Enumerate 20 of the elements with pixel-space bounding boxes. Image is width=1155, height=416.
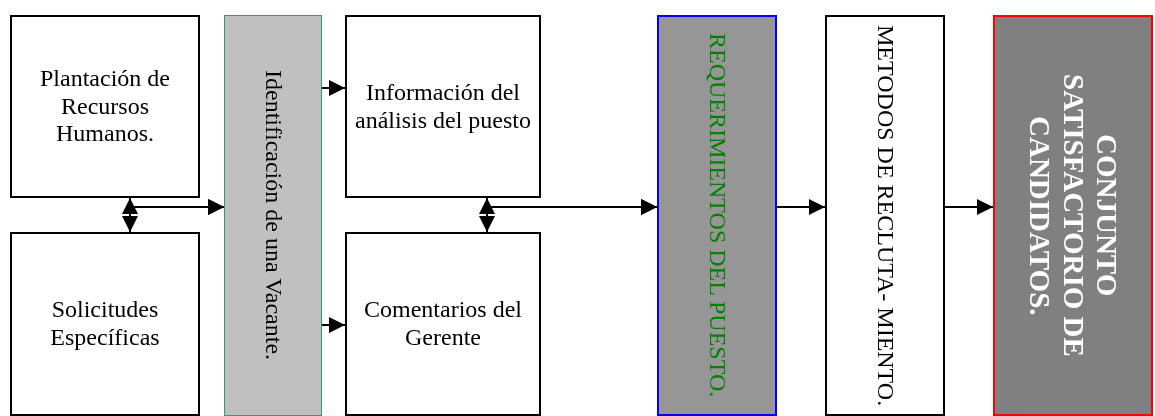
box-label: CONJUNTO SATISFACTORIO DE CANDIDATOS. <box>1023 73 1123 359</box>
process-box <box>10 15 200 198</box>
process-band <box>657 15 777 416</box>
process-band <box>224 15 322 416</box>
arrow <box>321 80 346 96</box>
arrow <box>776 199 826 215</box>
arrow <box>944 199 994 215</box>
box-label: Información del análisis del puesto <box>354 78 532 135</box>
process-box <box>345 15 541 198</box>
box-label: Identificación de una Vacante. <box>259 70 287 361</box>
box-label: Comentarios del Gerente <box>363 296 523 352</box>
box-label: Solicitudes Específicas <box>49 296 161 352</box>
process-band <box>825 15 945 416</box>
box-label: Plantación de Recursos Humanos. <box>39 65 171 148</box>
process-box <box>345 232 541 416</box>
arrow <box>321 317 346 333</box>
box-label: METODOS DE RECLUTA- MIENTO. <box>871 24 899 407</box>
process-box <box>10 232 200 416</box>
box-label: REQUERIMIENTOS DEL PUESTO. <box>703 33 731 398</box>
result-band <box>993 15 1153 416</box>
